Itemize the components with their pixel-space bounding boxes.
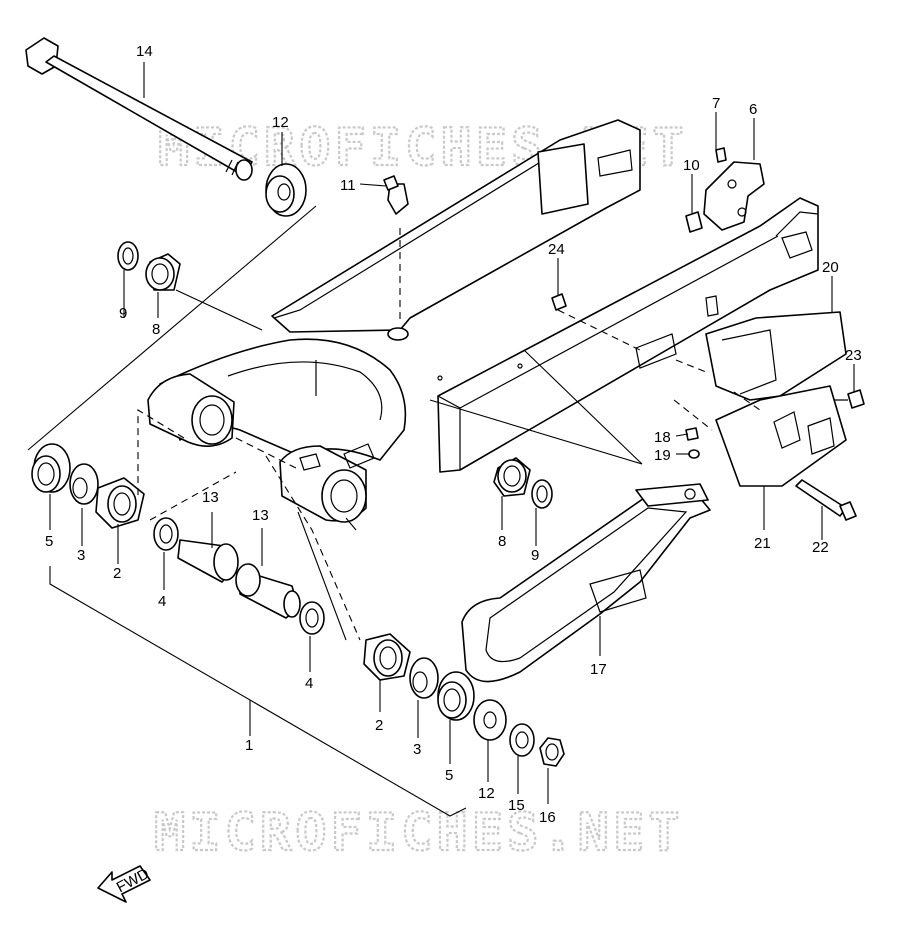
bolt-22	[795, 479, 857, 521]
label-17: 17	[590, 661, 607, 678]
label-19: 19	[654, 447, 671, 464]
watermark-bottom: MICROFICHES.NET	[154, 803, 684, 863]
label-12-bottom: 12	[478, 785, 495, 802]
small-hardware	[383, 147, 865, 459]
label-4-right: 4	[305, 675, 313, 692]
bearing-parts	[31, 163, 565, 767]
swingarm-body-1	[147, 119, 819, 523]
label-11: 11	[340, 177, 356, 194]
label-7: 7	[712, 95, 720, 112]
label-16: 16	[539, 809, 556, 826]
label-2-right: 2	[375, 717, 383, 734]
label-6: 6	[749, 101, 757, 118]
label-5-right: 5	[445, 767, 453, 784]
label-9-top: 9	[119, 305, 127, 322]
label-22: 22	[812, 539, 829, 556]
label-10: 10	[683, 157, 700, 174]
label-3-right: 3	[413, 741, 421, 758]
label-12-top: 12	[272, 114, 289, 131]
label-13-b: 13	[252, 507, 269, 524]
label-8-top: 8	[152, 321, 160, 338]
label-21: 21	[754, 535, 771, 552]
part-number-labels: 14 12 11 7 6 10 24 20 23 9 8 18 19 21 22…	[45, 43, 862, 826]
pivot-shaft-14	[25, 37, 253, 181]
label-23: 23	[845, 347, 862, 364]
leader-lines	[27, 62, 855, 817]
label-8-right: 8	[498, 533, 506, 550]
label-24: 24	[548, 241, 565, 258]
label-3-left: 3	[77, 547, 85, 564]
chain-guide-20-21	[705, 311, 847, 487]
label-13-a: 13	[202, 489, 219, 506]
label-1: 1	[245, 737, 253, 754]
chain-slider-17	[461, 483, 711, 683]
label-14: 14	[136, 43, 153, 60]
label-15: 15	[508, 797, 525, 814]
fwd-arrow: FWD	[97, 865, 152, 903]
label-20: 20	[822, 259, 839, 276]
label-18: 18	[654, 429, 671, 446]
bracket-6	[703, 161, 765, 231]
label-4-left: 4	[158, 593, 166, 610]
label-9-right: 9	[531, 547, 539, 564]
label-5-left: 5	[45, 533, 53, 550]
assembly-lines	[137, 228, 761, 641]
label-2-left: 2	[113, 565, 121, 582]
